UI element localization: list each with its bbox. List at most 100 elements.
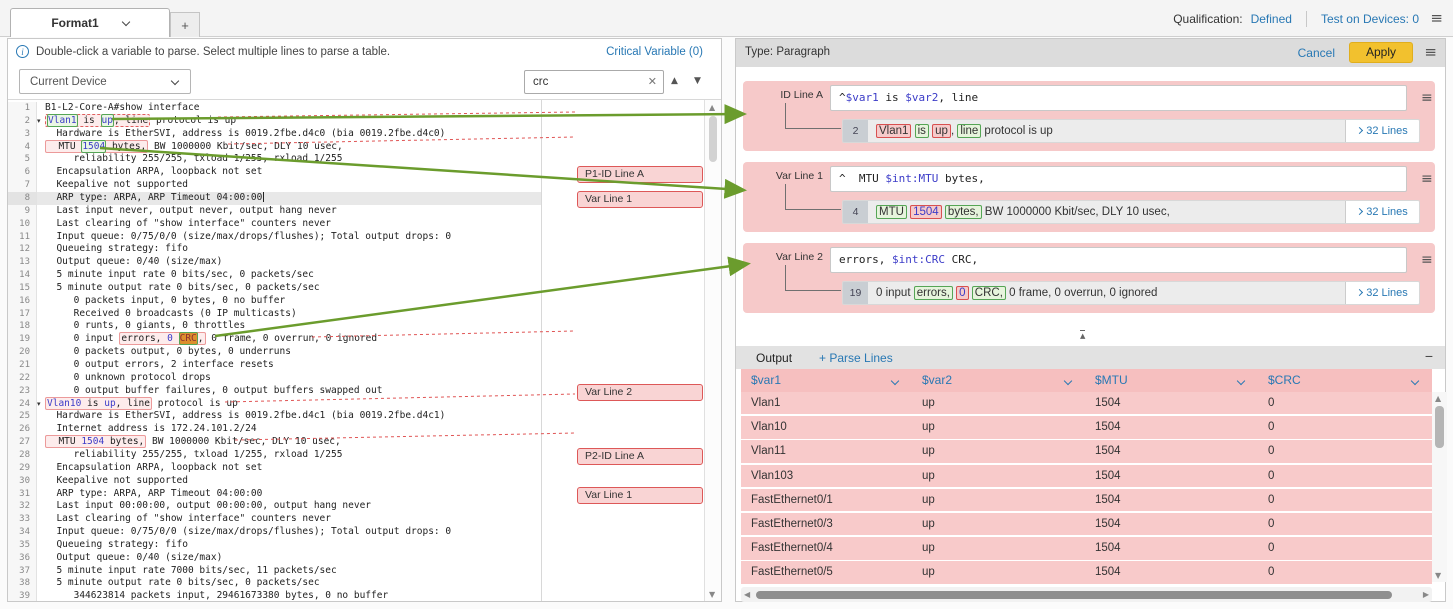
code-line[interactable]: 0 output errors, 2 interface resets [45, 359, 274, 370]
code-line[interactable]: Internet address is 172.24.101.2/24 [45, 423, 257, 435]
output-horizontal-scrollbar[interactable]: ◀ ▶ [741, 587, 1432, 602]
preview-content[interactable]: Vlan1 is up, line protocol is up [868, 120, 1345, 142]
code-line[interactable]: 0 runts, 0 giants, 0 throttles [45, 320, 246, 332]
add-parse-lines-link[interactable]: + Parse Lines [819, 351, 893, 365]
code-line[interactable]: 0 input errors, 0 CRC, 0 frame, 0 overru… [45, 332, 378, 346]
expand-lines-link[interactable]: 32 Lines [1345, 201, 1419, 223]
expand-lines-link[interactable]: 32 Lines [1345, 120, 1419, 142]
scroll-up-icon[interactable]: ▲ [709, 103, 716, 112]
collapse-marker-icon[interactable]: ▾ [37, 116, 41, 125]
code-line[interactable]: 0 packets output, 0 bytes, 0 underruns [45, 346, 291, 358]
code-line[interactable]: Encapsulation ARPA, loopback not set [45, 166, 263, 178]
critical-variable-link[interactable]: Critical Variable (0) [606, 46, 703, 58]
parse-label-badge[interactable]: Var Line 1 [577, 487, 703, 504]
code-line[interactable]: 5 minute output rate 0 bits/sec, 0 packe… [45, 281, 320, 293]
code-line[interactable]: MTU 1504 bytes, BW 1000000 Kbit/sec, DLY… [45, 139, 343, 153]
device-select[interactable]: Current Device [19, 69, 191, 94]
code-line[interactable]: Output queue: 0/40 (size/max) [45, 551, 223, 563]
code-line[interactable]: B1-L2-Core-A#show interface [45, 102, 200, 113]
code-line[interactable]: Queueing strategy: fifo [45, 243, 188, 255]
code-line[interactable]: Input queue: 0/75/0/0 (size/max/drops/fl… [45, 230, 452, 242]
pattern-input[interactable]: ^ MTU $int:MTU bytes, [830, 166, 1407, 192]
parse-label-badge[interactable]: Var Line 1 [577, 191, 703, 208]
scroll-right-icon[interactable]: ▶ [1422, 590, 1429, 599]
column-dropdown-icon[interactable] [890, 376, 900, 386]
scrollbar-thumb[interactable] [756, 590, 1392, 599]
tab-format1[interactable]: Format1 [10, 8, 170, 37]
code-line[interactable]: Hardware is EtherSVI, address is 0019.2f… [45, 127, 446, 139]
scroll-left-icon[interactable]: ◀ [744, 590, 751, 599]
code-line[interactable]: 0 output buffer failures, 0 output buffe… [45, 384, 383, 396]
minimize-output-icon[interactable]: − [1424, 348, 1433, 364]
code-scrollbar[interactable]: ▲ ▼ [704, 100, 721, 601]
code-line[interactable]: Last clearing of "show interface" counte… [45, 217, 331, 229]
column-header[interactable]: $MTU [1085, 369, 1258, 392]
code-line[interactable]: 5 minute output rate 0 bits/sec, 0 packe… [45, 577, 320, 589]
code-line[interactable]: 0 unknown protocol drops [45, 371, 211, 383]
code-line[interactable]: Last clearing of "show interface" counte… [45, 513, 331, 525]
apply-button[interactable]: Apply [1349, 42, 1413, 63]
code-line[interactable]: Last input never, output never, output h… [45, 204, 337, 216]
code-line[interactable]: Received 0 broadcasts (0 IP multicasts) [45, 307, 297, 319]
code-line[interactable]: Last input 00:00:00, output 00:00:00, ou… [45, 500, 372, 512]
match-box[interactable]: errors, 0 CRC, [119, 332, 206, 346]
cancel-button[interactable]: Cancel [1297, 46, 1335, 60]
pattern-input[interactable]: ^$var1 is $var2, line [830, 85, 1407, 111]
menu-icon[interactable]: ≡ [1430, 9, 1443, 27]
match-box[interactable]: MTU 1504 bytes, [45, 435, 147, 449]
match-box[interactable]: MTU 1504 bytes, [45, 139, 149, 153]
code-line[interactable]: ▾Vlan1 is up, line protocol is up [37, 113, 237, 127]
code-line[interactable]: ▾Vlan10 is up, line protocol is up [37, 396, 238, 410]
panel-menu-icon[interactable]: ≡ [1424, 43, 1437, 61]
qualification-defined-link[interactable]: Defined [1250, 11, 1292, 26]
search-prev-icon[interactable]: ▲ [671, 76, 678, 86]
card-menu-icon[interactable]: ≡ [1421, 171, 1433, 187]
scrollbar-thumb[interactable] [1435, 406, 1444, 448]
column-dropdown-icon[interactable] [1236, 376, 1246, 386]
code-line[interactable]: Encapsulation ARPA, loopback not set [45, 461, 263, 473]
code-line[interactable]: Input queue: 0/75/0/0 (size/max/drops/fl… [45, 526, 452, 538]
test-on-devices-link[interactable]: Test on Devices: 0 [1320, 11, 1419, 26]
code-line[interactable]: reliability 255/255, txload 1/255, rxloa… [45, 448, 343, 460]
expand-lines-link[interactable]: 32 Lines [1345, 282, 1419, 304]
code-line[interactable]: MTU 1504 bytes, BW 1000000 Kbit/sec, DLY… [45, 435, 341, 449]
scroll-down-icon[interactable]: ▼ [709, 590, 716, 599]
scrollbar-thumb[interactable] [709, 116, 717, 162]
code-line[interactable]: Keepalive not supported [45, 179, 188, 191]
code-line[interactable]: reliability 255/255, txload 1/255, rxloa… [45, 153, 343, 165]
collapse-output-icon[interactable]: ▲ [1080, 330, 1086, 340]
collapse-marker-icon[interactable]: ▾ [37, 399, 41, 408]
column-header[interactable]: $CRC [1258, 369, 1432, 392]
search-next-icon[interactable]: ▼ [694, 76, 701, 86]
pattern-input[interactable]: errors, $int:CRC CRC, [830, 247, 1407, 273]
search-input[interactable] [525, 71, 643, 93]
code-line[interactable]: Hardware is EtherSVI, address is 0019.2f… [45, 410, 446, 422]
code-line[interactable]: 5 minute input rate 0 bits/sec, 0 packet… [45, 269, 314, 281]
match-box[interactable]: Vlan1 is up, line [45, 113, 151, 127]
column-header[interactable]: $var1 [741, 369, 912, 392]
match-box[interactable]: Vlan10 is up, line [45, 396, 152, 410]
parse-label-badge[interactable]: P2-ID Line A [577, 448, 703, 465]
code-line[interactable]: ARP type: ARPA, ARP Timeout 04:00:00 [45, 487, 263, 499]
preview-content[interactable]: MTU 1504 bytes, BW 1000000 Kbit/sec, DLY… [868, 201, 1345, 223]
code-line[interactable]: 344623814 packets input, 29461673380 byt… [45, 590, 389, 601]
output-vertical-scrollbar[interactable]: ▲ ▼ [1432, 392, 1447, 582]
column-dropdown-icon[interactable] [1410, 376, 1420, 386]
add-tab-button[interactable]: + [170, 12, 200, 37]
scroll-down-icon[interactable]: ▼ [1435, 571, 1442, 580]
code-line[interactable]: Keepalive not supported [45, 474, 188, 486]
code-line[interactable]: Output queue: 0/40 (size/max) [45, 256, 223, 268]
preview-content[interactable]: 0 input errors, 0 CRC, 0 frame, 0 overru… [868, 282, 1345, 304]
card-menu-icon[interactable]: ≡ [1421, 90, 1433, 106]
code-line[interactable]: 5 minute input rate 7000 bits/sec, 11 pa… [45, 564, 337, 576]
parse-label-badge[interactable]: Var Line 2 [577, 384, 703, 401]
parse-label-badge[interactable]: P1-ID Line A [577, 166, 703, 183]
code-line[interactable]: Queueing strategy: fifo [45, 538, 188, 550]
code-line[interactable]: 0 packets input, 0 bytes, 0 no buffer [45, 294, 286, 306]
scroll-up-icon[interactable]: ▲ [1435, 394, 1442, 403]
code-line[interactable]: ARP type: ARPA, ARP Timeout 04:00:00 [37, 191, 541, 205]
clear-search-icon[interactable]: ✕ [647, 75, 657, 88]
